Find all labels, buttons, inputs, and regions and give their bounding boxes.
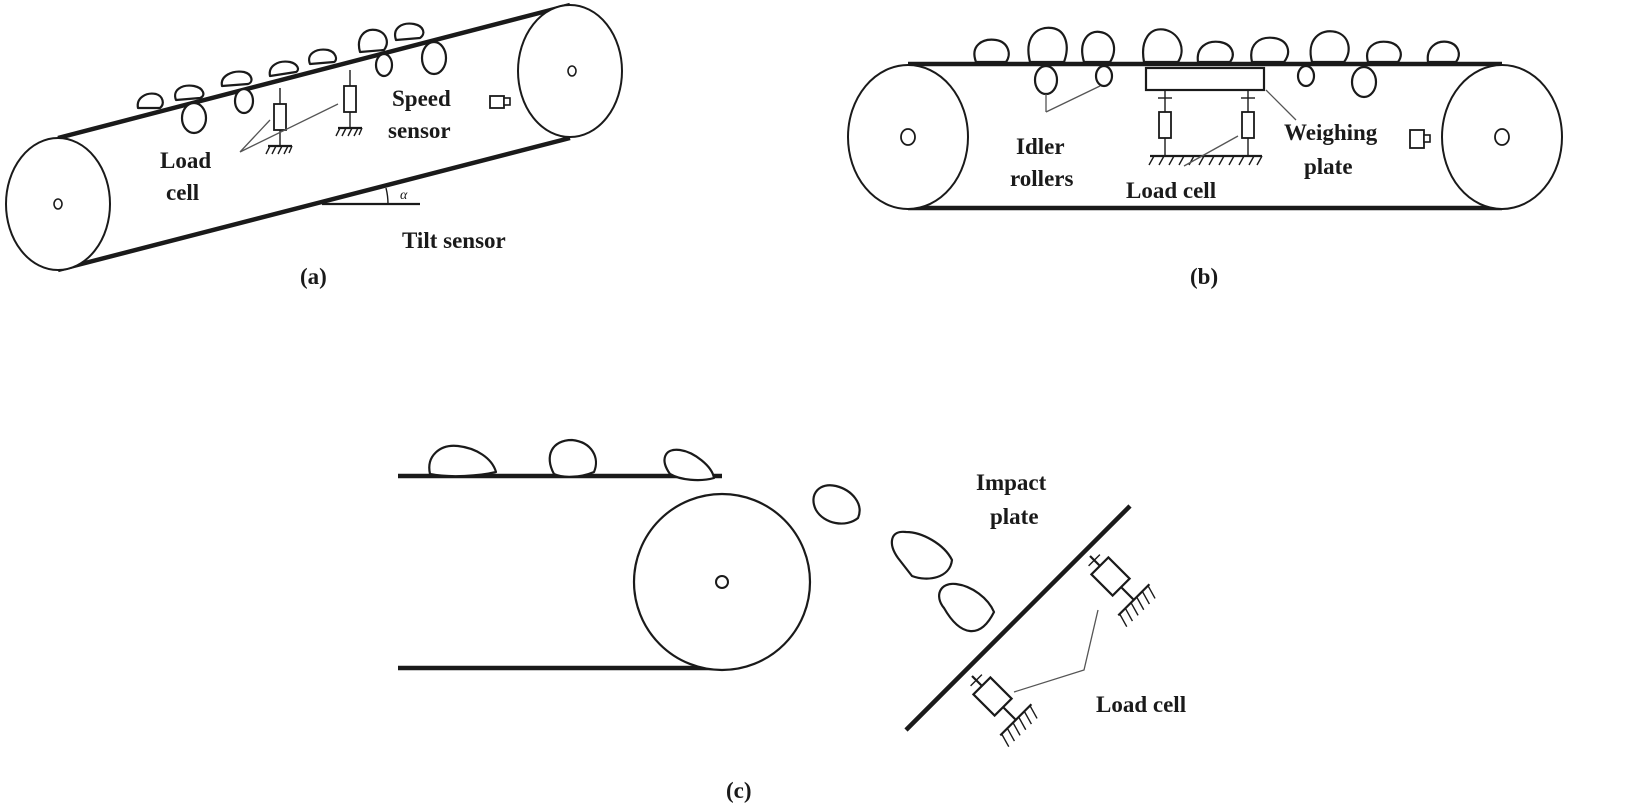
idler-leader xyxy=(1045,85,1101,113)
rock xyxy=(308,48,338,66)
rock xyxy=(1309,30,1350,64)
label-load-cell: Load cell xyxy=(1126,178,1216,203)
rock xyxy=(663,448,716,482)
rock xyxy=(973,38,1010,64)
load-cell-leader xyxy=(239,103,339,153)
label-speed-sensor-line1: Speed xyxy=(392,86,451,111)
ground-hatch xyxy=(1148,154,1263,166)
panel-b: Idler rollers Load cell Weighing plate (… xyxy=(847,26,1563,289)
panel-c: Impact plate Load cell (c) xyxy=(398,438,1186,803)
label-weighing-line2: plate xyxy=(1304,154,1353,179)
label-idler-line1: Idler xyxy=(1016,134,1065,159)
label-load-cell: Load cell xyxy=(1096,692,1186,717)
rock xyxy=(136,92,164,110)
rock xyxy=(1142,28,1183,64)
idler-roller xyxy=(1350,65,1378,99)
label-weighing-line1: Weighing xyxy=(1284,120,1378,145)
label-tilt-sensor: Tilt sensor xyxy=(402,228,506,253)
panel-a: Load cell Speed sensor α Tilt sensor (a) xyxy=(5,2,623,289)
speed-sensor-icon xyxy=(1409,129,1431,149)
tail-pulley-hub xyxy=(53,198,63,210)
rock xyxy=(428,444,498,478)
rock xyxy=(548,438,598,478)
rock xyxy=(1027,26,1068,64)
caption-b: (b) xyxy=(1190,264,1218,289)
rock xyxy=(890,530,954,580)
head-pulley-hub xyxy=(567,65,577,77)
load-cell xyxy=(334,68,364,138)
idler-roller xyxy=(1094,64,1114,88)
caption-c: (c) xyxy=(726,778,752,803)
rock xyxy=(1426,40,1460,64)
idler-roller xyxy=(233,87,255,115)
rock xyxy=(1081,30,1116,64)
tilt-angle-arc xyxy=(385,187,389,205)
load-cell xyxy=(1158,90,1172,156)
label-load-cell-line1: Load xyxy=(160,148,211,173)
tail-pulley-hub xyxy=(900,128,916,146)
rock xyxy=(357,28,388,54)
load-cell xyxy=(1071,539,1161,628)
idler-roller xyxy=(1296,64,1316,88)
idler-roller xyxy=(420,40,448,76)
label-load-cell-line2: cell xyxy=(166,180,199,205)
caption-a: (a) xyxy=(300,264,327,289)
rock xyxy=(812,484,861,525)
idler-roller xyxy=(374,52,394,78)
rock xyxy=(938,582,996,633)
weighing-plate-leader xyxy=(1265,89,1297,121)
load-cell-leader xyxy=(1183,135,1239,167)
idler-roller xyxy=(1033,64,1059,96)
rock xyxy=(1250,36,1290,64)
rock xyxy=(394,22,425,42)
head-pulley-hub xyxy=(1494,128,1510,146)
load-cell xyxy=(1241,90,1255,156)
label-speed-sensor-line2: sensor xyxy=(388,118,451,143)
load-cell xyxy=(953,659,1043,748)
rock xyxy=(220,70,253,88)
speed-sensor-icon xyxy=(489,95,511,109)
label-impact-line2: plate xyxy=(990,504,1039,529)
rock xyxy=(1196,40,1234,64)
belt-top-line xyxy=(57,2,571,141)
idler-roller xyxy=(180,101,208,135)
label-angle: α xyxy=(400,188,408,203)
belt-bottom-line xyxy=(57,135,571,273)
load-cell-leader xyxy=(1013,609,1099,693)
rock xyxy=(268,60,300,78)
head-pulley-hub xyxy=(715,575,729,589)
rock xyxy=(1366,40,1402,64)
impact-plate xyxy=(904,504,1132,732)
rock xyxy=(174,84,205,102)
label-impact-line1: Impact xyxy=(976,470,1047,495)
weighing-plate xyxy=(1144,66,1266,92)
label-idler-line2: rollers xyxy=(1010,166,1073,191)
